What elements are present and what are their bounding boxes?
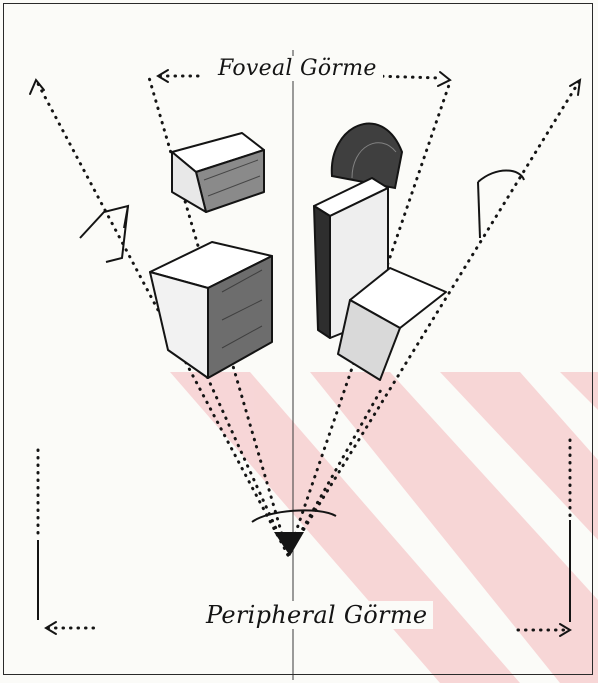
peripheral-vision-label: Peripheral Görme bbox=[200, 601, 433, 629]
diagram-frame bbox=[3, 3, 593, 675]
foveal-vision-label: Foveal Görme bbox=[212, 56, 383, 81]
